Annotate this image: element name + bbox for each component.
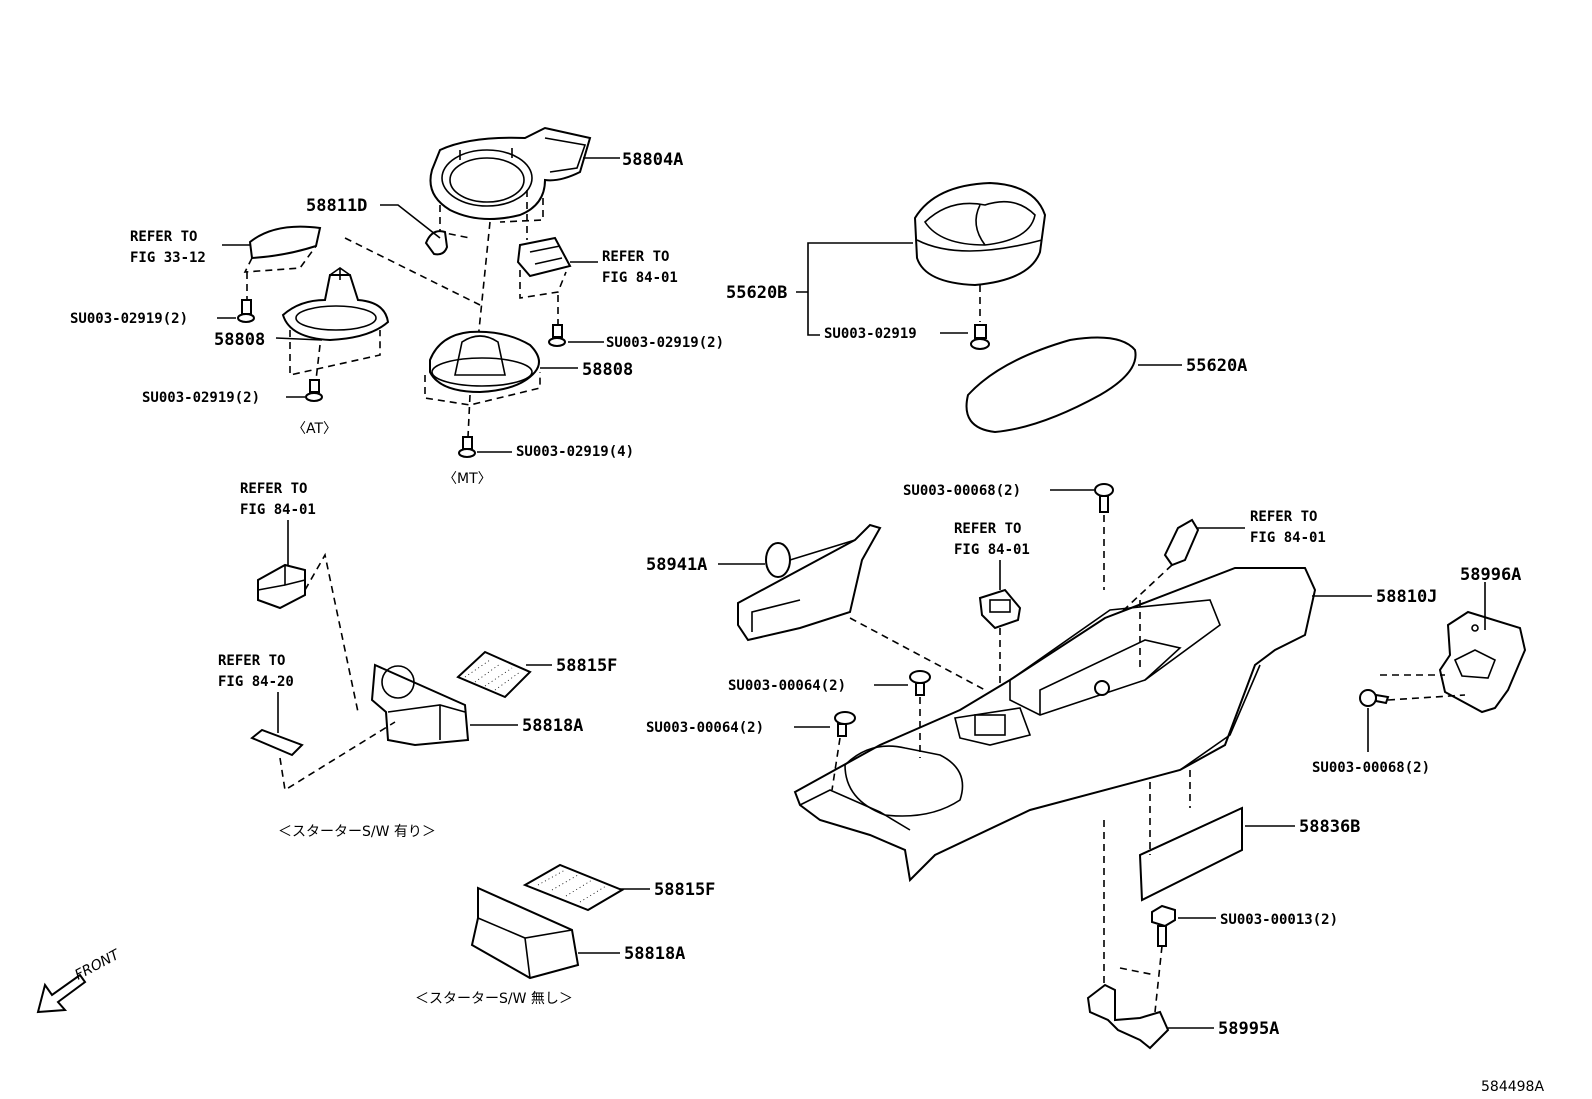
variant-mt: 〈MT〉 <box>443 471 492 487</box>
part-55620A[interactable] <box>965 336 1137 434</box>
label-58818A-top: 58818A <box>522 716 583 736</box>
label-58996A: 58996A <box>1460 565 1521 585</box>
part-58815F-top[interactable] <box>456 650 532 699</box>
part-58818A-top[interactable] <box>370 663 470 747</box>
ref-r4-line1: REFER TO <box>218 653 285 669</box>
part-58811D[interactable] <box>424 230 449 256</box>
ref-r1-line1: REFER TO <box>130 229 197 245</box>
bolt-right-icon <box>1359 689 1390 707</box>
variant-with-starter: ＜スターターS/W 有り＞ <box>278 824 436 840</box>
label-58808-at: 58808 <box>214 330 265 350</box>
label-58808-mt: 58808 <box>582 360 633 380</box>
part-refer-84-01-center-switch[interactable] <box>978 588 1022 630</box>
label-s-c1: SU003-00064(2) <box>728 678 846 694</box>
part-58995A[interactable] <box>1086 983 1170 1050</box>
label-s-top-bolt: SU003-00068(2) <box>903 483 1021 499</box>
label-58941A: 58941A <box>646 555 707 575</box>
figure-code: 584498A <box>1481 1079 1544 1095</box>
ref-r3-line1: REFER TO <box>240 481 307 497</box>
screw-left-top-icon <box>237 272 255 323</box>
screw-right-mid-icon <box>548 295 566 347</box>
screw-mt-icon <box>458 394 476 458</box>
part-58804A[interactable] <box>429 126 592 220</box>
ref-r1-line2: FIG 33-12 <box>130 250 206 266</box>
ref-r6-line2: FIG 84-01 <box>1250 530 1326 546</box>
label-s-bottom-bolt: SU003-00013(2) <box>1220 912 1338 928</box>
part-refer-84-20-key[interactable] <box>250 728 304 757</box>
variant-at: 〈AT〉 <box>292 421 337 437</box>
label-55620A: 55620A <box>1186 356 1247 376</box>
label-55620B: 55620B <box>726 283 787 303</box>
ref-r3-line2: FIG 84-01 <box>240 502 316 518</box>
label-s-c2: SU003-00064(2) <box>646 720 764 736</box>
screw-cup-icon <box>970 324 990 350</box>
part-refer-84-01-knob[interactable] <box>257 563 306 610</box>
part-58808-at[interactable] <box>281 267 390 342</box>
part-58808-mt[interactable] <box>429 330 540 394</box>
bolt-top-icon <box>1094 483 1114 513</box>
ref-r4-line2: FIG 84-20 <box>218 674 294 690</box>
part-refer-84-01-socket[interactable] <box>1163 518 1200 567</box>
screw-c2-icon <box>834 711 856 737</box>
label-58818A-bot: 58818A <box>624 944 685 964</box>
label-58804A: 58804A <box>622 150 683 170</box>
label-58836B: 58836B <box>1299 817 1360 837</box>
ref-r6-line1: REFER TO <box>1250 509 1317 525</box>
label-s-at: SU003-02919(2) <box>142 390 260 406</box>
part-58810J[interactable] <box>793 567 1317 883</box>
part-refer-84-01-switch[interactable] <box>516 236 572 278</box>
variant-without-starter: ＜スターターS/W 無し＞ <box>415 991 573 1007</box>
bolt-bottom-icon <box>1151 904 1176 947</box>
label-s-left-top: SU003-02919(2) <box>70 311 188 327</box>
label-58810J: 58810J <box>1376 587 1437 607</box>
part-58818A-bot[interactable] <box>470 886 580 980</box>
label-58811D: 58811D <box>306 196 367 216</box>
label-58995A: 58995A <box>1218 1019 1279 1039</box>
part-58996A[interactable] <box>1438 610 1527 714</box>
front-label: FRONT <box>72 946 123 983</box>
label-s-right-bolt: SU003-00068(2) <box>1312 760 1430 776</box>
screw-at-icon <box>305 344 323 402</box>
ref-r2-line2: FIG 84-01 <box>602 270 678 286</box>
screw-c1-icon <box>909 670 931 696</box>
label-s-right-mid: SU003-02919(2) <box>606 335 724 351</box>
label-s-mt: SU003-02919(4) <box>516 444 634 460</box>
label-s-cup: SU003-02919 <box>824 326 917 342</box>
label-58815F-bot: 58815F <box>654 880 715 900</box>
ref-r2-line1: REFER TO <box>602 249 669 265</box>
label-58815F-top: 58815F <box>556 656 617 676</box>
ref-r5-line1: REFER TO <box>954 521 1021 537</box>
part-58941A[interactable] <box>737 523 882 642</box>
part-58815F-bot[interactable] <box>522 863 625 912</box>
part-refer-33-12[interactable] <box>243 225 322 273</box>
part-58836B[interactable] <box>1138 806 1243 902</box>
ref-r5-line2: FIG 84-01 <box>954 542 1030 558</box>
front-arrow-icon <box>36 973 87 1014</box>
part-55620B[interactable] <box>913 181 1047 287</box>
